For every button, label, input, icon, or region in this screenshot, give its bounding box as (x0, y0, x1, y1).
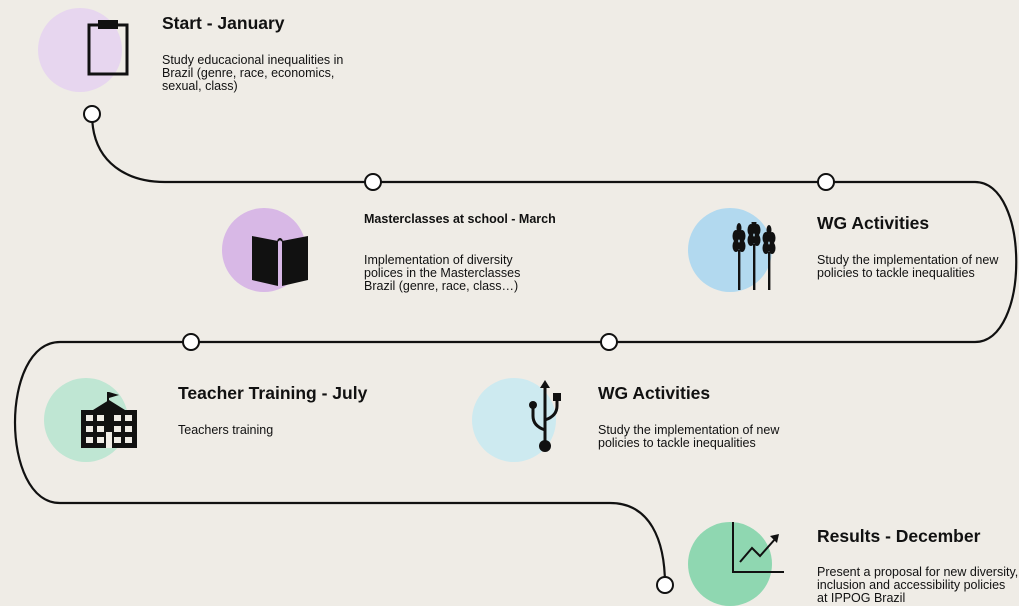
milestone-description: Study the implementation of new policies… (817, 253, 999, 280)
milestone-title: Results - December (817, 526, 981, 546)
timeline-node (656, 576, 674, 594)
milestone-title: Start - January (162, 13, 285, 33)
milestone-title: Teacher Training - July (178, 383, 368, 403)
wheat-icon (730, 219, 778, 297)
milestone-description: Present a proposal for new diversity, in… (817, 565, 1019, 605)
timeline-node (182, 333, 200, 351)
milestone-description: Implementation of diversity polices in t… (364, 253, 521, 293)
usb-icon (525, 380, 565, 459)
timeline-node (600, 333, 618, 351)
clipboard-icon (86, 18, 132, 83)
timeline-node (817, 173, 835, 191)
milestone-title: WG Activities (817, 213, 930, 233)
milestone-blob (688, 522, 772, 606)
milestone-description: Study educacional inequalities in Brazil… (162, 53, 344, 93)
growth-chart-icon (728, 522, 786, 581)
milestone-title: WG Activities (598, 383, 711, 403)
timeline-node (364, 173, 382, 191)
timeline-node (83, 105, 101, 123)
milestone-title: Masterclasses at school - March (364, 212, 556, 226)
milestone-description: Teachers training (178, 423, 274, 437)
book-icon (250, 228, 310, 293)
milestone-blob (688, 208, 772, 292)
milestone-description: Study the implementation of new policies… (598, 423, 780, 450)
school-building-icon (79, 392, 139, 455)
